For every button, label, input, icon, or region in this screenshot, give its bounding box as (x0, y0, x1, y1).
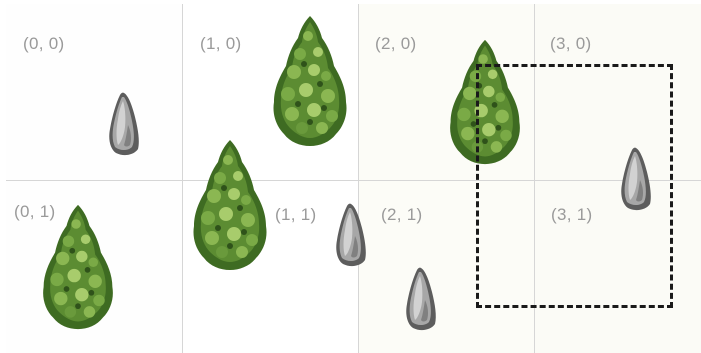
pine-tree-icon[interactable] (38, 203, 118, 331)
grid-line (358, 4, 359, 353)
cell-label-1-0: (1, 0) (200, 34, 241, 54)
cell-label-2-1: (2, 1) (381, 205, 422, 225)
rock-icon[interactable] (405, 266, 439, 332)
rock-icon[interactable] (335, 202, 369, 268)
selection-rectangle[interactable] (476, 64, 673, 308)
cell-label-1-1: (1, 1) (275, 205, 316, 225)
cell-label-0-0: (0, 0) (23, 34, 64, 54)
grid-line (182, 4, 183, 353)
pine-tree-icon[interactable] (270, 14, 350, 148)
cell-label-2-0: (2, 0) (375, 34, 416, 54)
cell-label-3-0: (3, 0) (550, 34, 591, 54)
rock-icon[interactable] (108, 91, 142, 157)
pine-tree-icon[interactable] (190, 138, 270, 272)
grid-cell-0-0[interactable] (6, 4, 182, 180)
